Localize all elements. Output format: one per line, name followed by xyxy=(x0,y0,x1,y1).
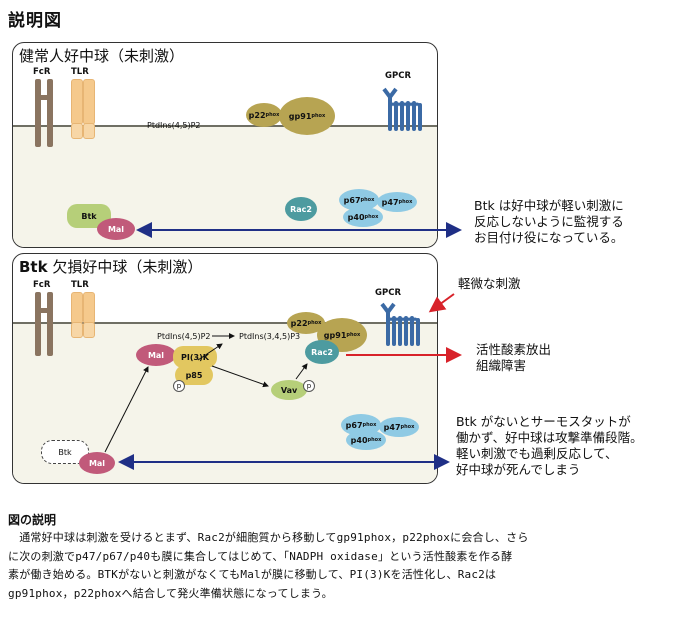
btk-absent-note: Btk がないとサーモスタットが 働かず、好中球は攻撃準備段階。 軽い刺激でも過… xyxy=(456,414,643,478)
fcr-label: FcR xyxy=(33,67,51,77)
pip2-label: PtdIns(4,5)P2 xyxy=(147,121,201,130)
note-line: 軽い刺激でも過剰反応して、 xyxy=(456,446,618,461)
mal-protein-bottom: Mal xyxy=(79,452,115,474)
phox-sup: phox xyxy=(307,320,322,326)
vav-label: Vav xyxy=(280,385,298,395)
gpcr-label: GPCR xyxy=(375,288,401,298)
phox-sup: phox xyxy=(400,424,415,430)
phosphate-label: p xyxy=(306,382,312,390)
pip2-label: PtdIns(4,5)P2 xyxy=(157,332,211,341)
phox-sup: phox xyxy=(367,437,382,443)
caption-line: 通常好中球は刺激を受けるとまず、Rac2が細胞質から移動してgp91phox，p… xyxy=(8,531,529,544)
panel-title: 健常人好中球（未刺激） xyxy=(19,47,185,65)
panel-title: Btk 欠損好中球（未刺激） xyxy=(19,256,202,277)
p40-label: p40 xyxy=(347,212,365,222)
fcr-label: FcR xyxy=(33,280,51,290)
phox-sup: phox xyxy=(311,113,326,119)
cell-membrane xyxy=(13,125,437,127)
phox-sup: phox xyxy=(398,199,413,205)
pi3k-to-pip3-arrow xyxy=(197,343,223,361)
tlr-label: TLR xyxy=(71,280,89,290)
phox-sup: phox xyxy=(362,422,377,428)
caption-line: 素が働き始める。BTKがないと刺激がなくてもMalが膜に移動して、PI(3)Kを… xyxy=(8,568,497,581)
p67-label: p67 xyxy=(343,195,361,205)
ros-note: 活性酸素放出 組織障害 xyxy=(476,342,551,374)
vav-to-rac2-arrow xyxy=(295,363,308,380)
note-line: 反応しないように監視する xyxy=(474,214,624,229)
caption-title: 図の説明 xyxy=(8,513,57,527)
page-title: 説明図 xyxy=(8,11,62,31)
phox-sup: phox xyxy=(360,197,375,203)
gp91-label: gp91 xyxy=(288,111,312,121)
p85-protein: p85 xyxy=(175,365,213,385)
mal-protein: Mal xyxy=(136,344,176,366)
caption-line: gp91phox，p22phoxへ結合して発火準備状態になってしまう。 xyxy=(8,586,333,600)
panel-title-rest: 欠損好中球（未刺激） xyxy=(47,258,203,276)
caption-body: 通常好中球は刺激を受けるとまず、Rac2が細胞質から移動してgp91phox，p… xyxy=(8,529,680,603)
mal-label: Mal xyxy=(107,224,125,234)
p40-label: p40 xyxy=(350,435,368,445)
pi3k-to-vav-arrow xyxy=(211,365,269,388)
p47-label: p47 xyxy=(381,197,399,207)
stimulus-note: 軽微な刺激 xyxy=(458,276,521,291)
pi3k-protein: PI(3)K xyxy=(173,346,217,368)
tlr-label: TLR xyxy=(71,67,89,77)
gpcr-receptor-icon xyxy=(382,87,422,131)
vav-protein: Vav xyxy=(271,380,307,400)
pi3k-label: PI(3)K xyxy=(181,352,209,362)
mal-label: Mal xyxy=(147,350,165,360)
p85-label: p85 xyxy=(185,370,203,380)
gpcr-label: GPCR xyxy=(385,71,411,81)
btk-monitor-note: Btk は好中球が軽い刺激に 反応しないように監視する お目付け役になっている。 xyxy=(474,198,624,246)
note-line: 活性酸素放出 xyxy=(476,342,552,357)
p22-label: p22 xyxy=(290,318,308,328)
normal-neutrophil-panel: 健常人好中球（未刺激） FcR TLR GPCR PtdIns(4,5)P2 p… xyxy=(12,42,438,248)
phosphate-marker: p xyxy=(173,380,185,392)
stimulus-arrow xyxy=(428,293,455,313)
phox-sup: phox xyxy=(346,332,361,338)
pip3-label: PtdIns(3,4,5)P3 xyxy=(239,332,301,341)
rac2-label: Rac2 xyxy=(290,204,312,214)
p67-label: p67 xyxy=(345,420,363,430)
mal-to-membrane-arrow xyxy=(104,366,149,453)
btk-label: Btk xyxy=(58,447,72,457)
note-line: 働かず、好中球は攻撃準備段階。 xyxy=(456,430,643,445)
panel-title-bold: Btk xyxy=(19,258,48,276)
mal-label: Mal xyxy=(88,458,106,468)
note-line: Btk がないとサーモスタットが xyxy=(456,414,631,429)
caption-line: に次の刺激でp47/p67/p40も膜に集合してはじめて、「NADPH oxid… xyxy=(8,549,513,563)
gpcr-receptor-icon xyxy=(380,302,420,346)
rac2-label: Rac2 xyxy=(311,347,333,357)
phox-sup: phox xyxy=(364,214,379,220)
note-line: 好中球が死んでしまう xyxy=(456,462,581,477)
phox-sup: phox xyxy=(265,112,280,118)
note-line: お目付け役になっている。 xyxy=(474,230,624,245)
gp91-label: gp91 xyxy=(323,330,347,340)
btk-label: Btk xyxy=(81,211,97,221)
p47-label: p47 xyxy=(383,422,401,432)
rac2-protein: Rac2 xyxy=(285,197,317,221)
note-line: 組織障害 xyxy=(476,358,527,373)
note-line: Btk は好中球が軽い刺激に xyxy=(474,198,624,213)
mal-protein: Mal xyxy=(97,218,135,240)
rac2-protein: Rac2 xyxy=(305,340,339,364)
p22-label: p22 xyxy=(248,110,266,120)
phosphate-marker: p xyxy=(303,380,315,392)
cell-membrane xyxy=(13,322,437,324)
phosphate-label: p xyxy=(176,382,182,390)
